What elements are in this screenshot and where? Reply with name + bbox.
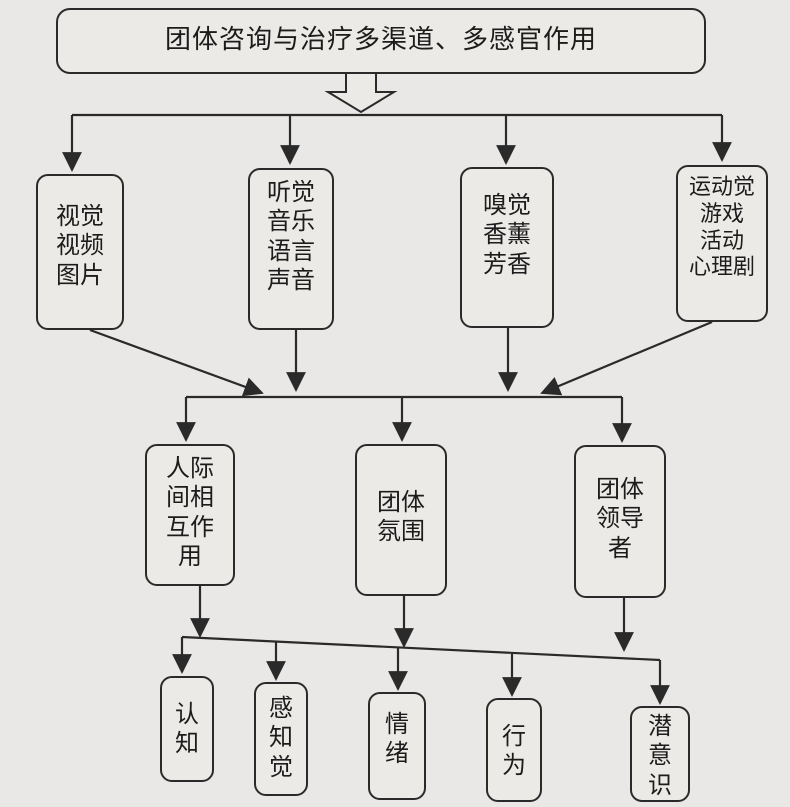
outcome-box-subconscious: 潜 意 识 <box>630 706 690 802</box>
channel-label-visual: 视觉 视频 图片 <box>56 202 104 289</box>
factor-label-interpersonal: 人际 间相 互作 用 <box>166 454 214 570</box>
title-box: 团体咨询与治疗多渠道、多感官作用 <box>56 8 706 74</box>
channel-box-visual: 视觉 视频 图片 <box>36 174 124 330</box>
channel-box-olfactory: 嗅觉 香薰 芳香 <box>460 167 554 328</box>
outcome-label-cognition: 认 知 <box>175 700 199 758</box>
hollow-down-arrow <box>324 69 398 114</box>
outcome-label-behavior: 行 为 <box>502 722 526 780</box>
outcome-box-emotion: 情 绪 <box>368 692 426 800</box>
outcome-label-emotion: 情 绪 <box>385 710 409 768</box>
channel-box-auditory: 听觉 音乐 语言 声音 <box>248 168 334 330</box>
factor-box-leader: 团体 领导 者 <box>574 445 666 598</box>
outcome-box-behavior: 行 为 <box>486 698 542 802</box>
channel-box-kinesthetic: 运动觉 游戏 活动 心理剧 <box>676 165 768 322</box>
factor-label-leader: 团体 领导 者 <box>596 475 644 562</box>
channel-label-auditory: 听觉 音乐 语言 声音 <box>267 178 315 294</box>
outcome-box-perception: 感 知 觉 <box>254 682 308 796</box>
factor-box-atmosphere: 团体 氛围 <box>355 444 447 596</box>
channel-label-kinesthetic: 运动觉 游戏 活动 心理剧 <box>688 175 755 281</box>
channel-label-olfactory: 嗅觉 香薰 芳香 <box>483 191 531 278</box>
factor-label-atmosphere: 团体 氛围 <box>377 488 425 546</box>
diagram-title: 团体咨询与治疗多渠道、多感官作用 <box>164 25 597 56</box>
outcome-label-perception: 感 知 觉 <box>269 694 293 781</box>
outcome-box-cognition: 认 知 <box>160 676 214 782</box>
factor-box-interpersonal: 人际 间相 互作 用 <box>145 444 235 586</box>
outcome-label-subconscious: 潜 意 识 <box>648 712 672 799</box>
